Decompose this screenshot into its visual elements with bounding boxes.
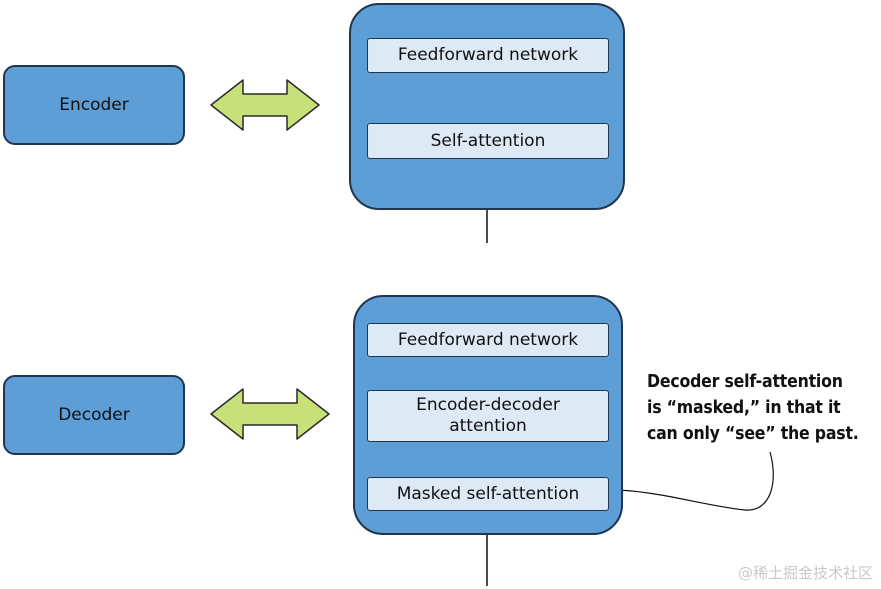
callout-line-1: Decoder self-attention — [647, 372, 843, 392]
encoder-self-attention-label: Self-attention — [430, 130, 546, 151]
callout-pointer-arrow — [611, 451, 774, 511]
decoder-encoder-decoder-attention: Encoder-decoder attention — [367, 390, 609, 442]
encoder-self-attention: Self-attention — [367, 123, 609, 159]
decoder-masked-self-attention: Masked self-attention — [367, 477, 609, 511]
callout-line-3: can only “see” the past. — [647, 424, 859, 444]
decoder-masked-label: Masked self-attention — [396, 483, 580, 504]
callout-line-2: is “masked,” in that it — [647, 398, 841, 418]
decoder-block: Feedforward network Encoder-decoder atte… — [353, 295, 623, 535]
encoder-block: Feedforward network Self-attention — [349, 3, 625, 210]
encoder-box: Encoder — [3, 65, 185, 145]
watermark: @稀土掘金技术社区 — [737, 564, 873, 582]
decoder-feedforward-label: Feedforward network — [397, 329, 579, 350]
encoder-feedforward-label: Feedforward network — [397, 45, 579, 65]
decoder-feedforward-network: Feedforward network — [367, 323, 609, 357]
decoder-encdec-label: Encoder-decoder attention — [416, 395, 560, 436]
decoder-box: Decoder — [3, 375, 185, 455]
decoder-label: Decoder — [58, 405, 130, 425]
encoder-bidirectional-arrow-icon — [210, 79, 320, 131]
encoder-label: Encoder — [59, 95, 129, 115]
decoder-bidirectional-arrow-icon — [210, 388, 330, 440]
callout-text: Decoder self-attention is “masked,” in t… — [647, 369, 879, 447]
encoder-feedforward-network: Feedforward network — [367, 38, 609, 73]
